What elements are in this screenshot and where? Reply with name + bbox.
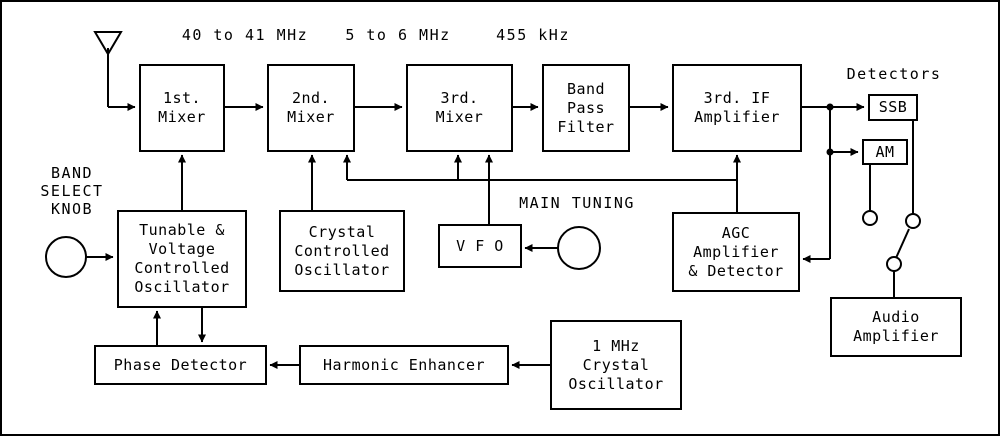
if3-frequency-label: 455 kHz — [496, 26, 570, 44]
band-select-knob-label: BAND SELECT KNOB — [40, 164, 104, 218]
if1-frequency-label: 40 to 41 MHz — [181, 26, 309, 44]
ssb-detector-block: SSB — [868, 94, 918, 121]
tunable-vco-block: Tunable & Voltage Controlled Oscillator — [117, 210, 247, 308]
third-mixer-block: 3rd. Mixer — [406, 64, 513, 152]
third-if-amplifier-block: 3rd. IF Amplifier — [672, 64, 802, 152]
harmonic-enhancer-block: Harmonic Enhancer — [299, 345, 509, 385]
if2-frequency-label: 5 to 6 MHz — [345, 26, 451, 44]
main-tuning-label: MAIN TUNING — [519, 194, 635, 212]
crystal-oscillator-block: Crystal Controlled Oscillator — [279, 210, 405, 292]
phase-detector-block: Phase Detector — [94, 345, 267, 385]
signal-flow-lines — [86, 103, 914, 369]
first-mixer-block: 1st. Mixer — [139, 64, 225, 152]
am-detector-block: AM — [862, 139, 908, 165]
mode-switch-contact-ssb — [905, 213, 921, 229]
detectors-label: Detectors — [846, 65, 942, 83]
band-select-knob-circle — [45, 236, 87, 278]
audio-amplifier-block: Audio Amplifier — [830, 297, 962, 357]
antenna-icon — [93, 31, 123, 107]
one-mhz-crystal-oscillator-block: 1 MHz Crystal Oscillator — [550, 320, 682, 410]
junction-dot — [826, 103, 834, 111]
vfo-block: V F O — [438, 224, 522, 268]
mode-switch-contact-am — [862, 210, 878, 226]
mode-switch-pole — [886, 256, 902, 272]
second-mixer-block: 2nd. Mixer — [267, 64, 355, 152]
agc-block: AGC Amplifier & Detector — [672, 212, 800, 292]
band-pass-filter-block: Band Pass Filter — [542, 64, 630, 152]
junction-dot — [826, 148, 834, 156]
main-tuning-knob-circle — [557, 226, 601, 270]
mode-switch-arm — [895, 228, 910, 259]
